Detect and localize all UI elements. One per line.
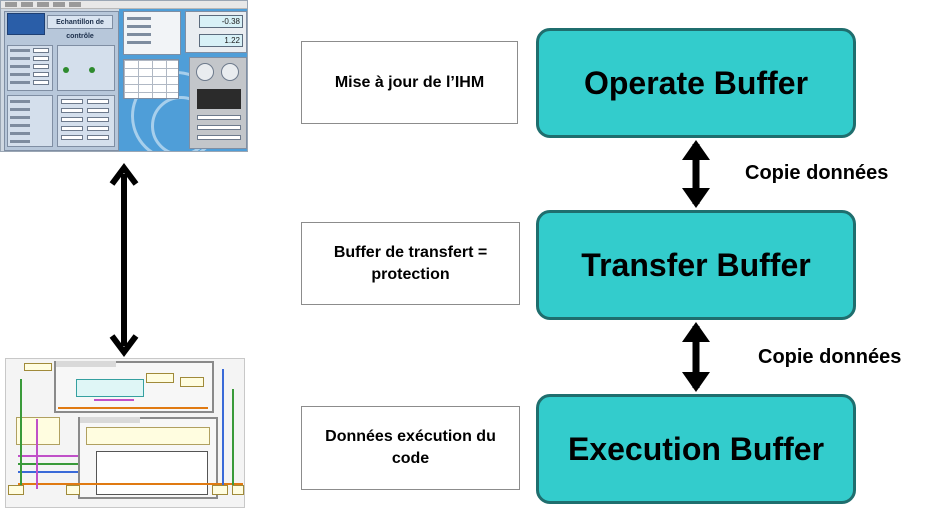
hmi-param-field (33, 56, 49, 61)
hmi-menu-item (5, 2, 17, 7)
hmi-list-row (127, 33, 151, 36)
hmi-param-field (33, 80, 49, 85)
operate-note-text: Mise à jour de l’IHM (334, 73, 485, 91)
execution-buffer-box: Execution Buffer (536, 394, 856, 504)
hmi-grid-table (123, 59, 179, 99)
hmi-led-matrix (197, 89, 241, 109)
hmi-list-row (127, 17, 151, 20)
hmi-table-cell (87, 117, 109, 122)
arrow-head-up-icon (682, 322, 710, 342)
hmi-screenshot: Echantillon de contrôle -0.38 1.22 (0, 0, 248, 152)
hmi-param-field (33, 64, 49, 69)
hmi-param-label (10, 57, 30, 60)
hmi-menu-item (21, 2, 33, 7)
hmi-param-label (10, 49, 30, 52)
execution-note-box: Données exécution du code (301, 406, 520, 490)
transfer-buffer-label: Transfer Buffer (581, 246, 811, 283)
bd-terminal (180, 377, 204, 387)
operate-note-box: Mise à jour de l’IHM (301, 41, 518, 124)
hmi-readout-bottom: 1.22 (199, 34, 243, 47)
transfer-buffer-box: Transfer Buffer (536, 210, 856, 320)
hmi-table-cell (87, 99, 109, 104)
led-indicator-icon (89, 67, 95, 73)
hmi-control-field (197, 125, 241, 130)
hmi-table-cell (87, 135, 109, 140)
execution-buffer-label: Execution Buffer (567, 430, 825, 467)
hmi-code-link-arrow (109, 163, 139, 357)
hmi-param-label (10, 116, 30, 119)
hmi-logo (7, 13, 45, 35)
copy-data-label-lower: Copie données (758, 346, 902, 368)
bd-terminal (66, 485, 80, 495)
arrow-head-down-icon (109, 334, 139, 357)
hmi-param-label (10, 140, 30, 143)
transfer-note-text: Buffer de transfert = protection (333, 243, 488, 283)
operate-buffer-label: Operate Buffer (583, 64, 809, 101)
hmi-param-label (10, 100, 30, 103)
transfer-note-box: Buffer de transfert = protection (301, 222, 520, 305)
bd-wire (58, 407, 208, 409)
hmi-param-label (10, 81, 30, 84)
hmi-param-field (33, 72, 49, 77)
hmi-control-field (197, 115, 241, 120)
bd-wire (18, 471, 78, 473)
hmi-param-label (10, 73, 30, 76)
bd-wire (94, 399, 134, 401)
bd-wire (222, 369, 224, 489)
hmi-menu-item (37, 2, 49, 7)
bd-terminal (232, 485, 244, 495)
block-diagram-screenshot (5, 358, 245, 508)
hmi-menu-item (69, 2, 81, 7)
execution-note-text: Données exécution du code (325, 428, 496, 467)
gauge-icon (196, 63, 214, 81)
bd-frame-header (80, 417, 140, 423)
gauge-icon (221, 63, 239, 81)
hmi-list-row (127, 25, 151, 28)
arrow-head-down-icon (682, 372, 710, 392)
hmi-param-label (10, 108, 30, 111)
hmi-table-cell (87, 108, 109, 113)
bd-wire (18, 483, 243, 485)
hmi-table-cell (61, 126, 83, 131)
copy-data-label-upper: Copie données (745, 162, 889, 184)
bd-wire (232, 389, 234, 489)
bd-terminal (24, 363, 52, 371)
hmi-table-cell (61, 135, 83, 140)
hmi-menu-item (53, 2, 65, 7)
hmi-list-row (127, 41, 151, 44)
arrow-head-up-icon (682, 140, 710, 160)
hmi-table-cell (61, 117, 83, 122)
bd-wire (18, 455, 78, 457)
hmi-table-cell (87, 126, 109, 131)
bd-wire (36, 419, 38, 489)
hmi-readout-top: -0.38 (199, 15, 243, 28)
bd-frame-header (56, 361, 116, 367)
hmi-param-label (10, 124, 30, 127)
hmi-param-field (33, 48, 49, 53)
operate-buffer-box: Operate Buffer (536, 28, 856, 138)
bd-terminal (146, 373, 174, 383)
arrow-head-up-icon (109, 163, 139, 186)
hmi-menubar (1, 1, 247, 9)
bd-terminal (8, 485, 24, 495)
hmi-table-cell (61, 108, 83, 113)
hmi-control-field (197, 135, 241, 140)
operate-transfer-arrow (682, 140, 710, 208)
hmi-parameter-section (7, 95, 53, 147)
arrow-head-down-icon (682, 188, 710, 208)
hmi-param-label (10, 65, 30, 68)
bd-wire (18, 463, 78, 465)
hmi-table-cell (61, 99, 83, 104)
bd-note (16, 417, 60, 445)
hmi-title: Echantillon de contrôle (47, 15, 113, 40)
led-indicator-icon (63, 67, 69, 73)
transfer-execution-arrow (682, 322, 710, 392)
bd-terminal (212, 485, 228, 495)
bd-inner-frame (96, 451, 208, 495)
hmi-param-label (10, 132, 30, 135)
bd-note (86, 427, 210, 445)
bd-comment-box (76, 379, 144, 397)
bd-wire (20, 379, 22, 489)
